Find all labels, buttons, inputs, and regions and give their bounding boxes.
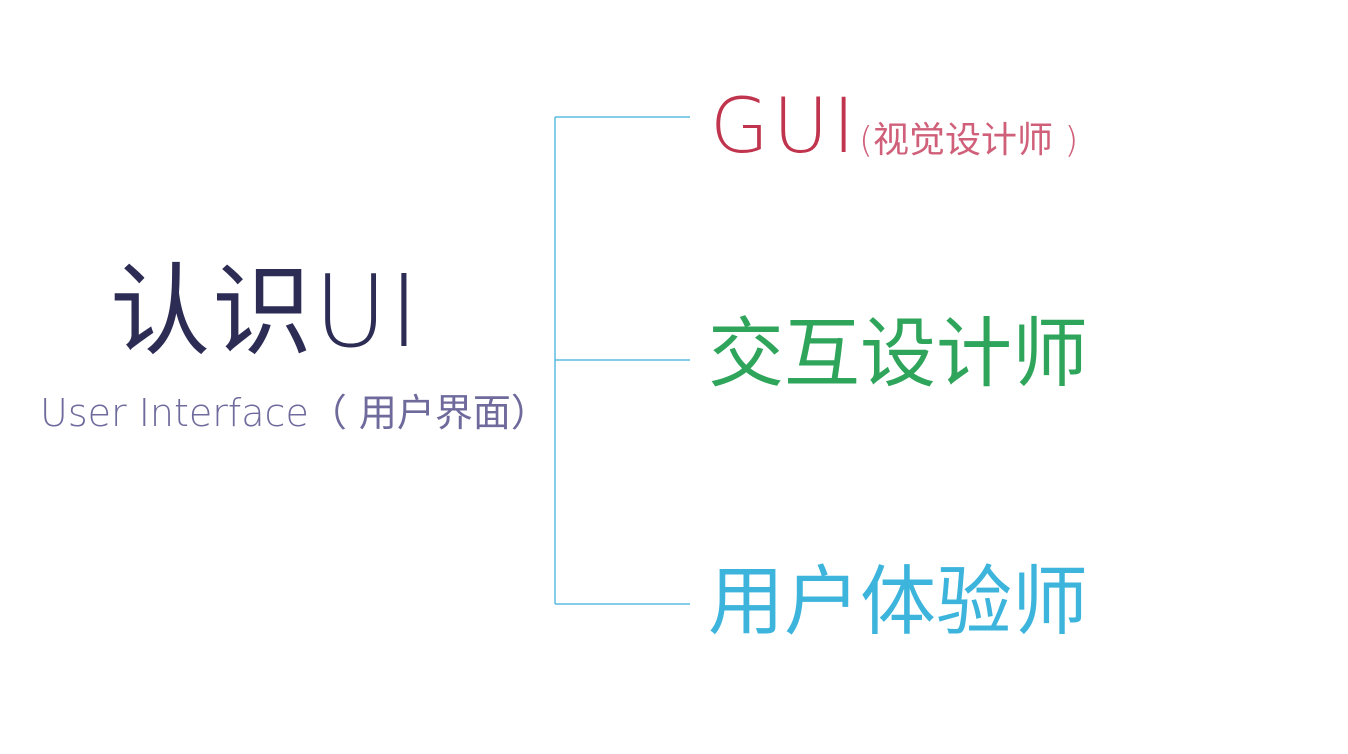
main-title: 认识UI: [110, 253, 421, 370]
main-subtitle: User Interface（ 用户界面）: [40, 391, 549, 435]
branch-ux-designer: 用户体验师: [708, 557, 1088, 646]
branch-gui: GUI(视觉设计师 ): [710, 88, 1078, 164]
branch-interaction-designer: 交互设计师: [708, 309, 1088, 398]
branch-gui-label: GUI: [710, 81, 859, 170]
branch-gui-note: (视觉设计师 ): [858, 120, 1079, 161]
